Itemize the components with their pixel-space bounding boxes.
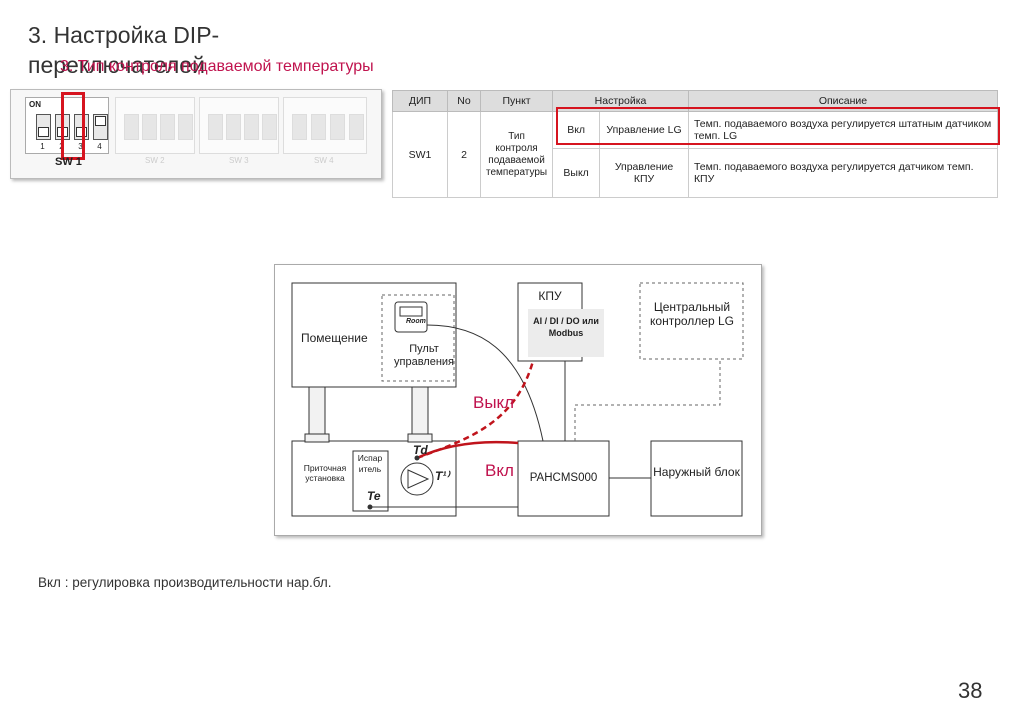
outdoor-unit-label: Наружный блок [651,465,742,479]
control-diagram: Помещение Room Пульт управления КПУ AI /… [274,264,762,536]
kpu-io-label: AI / DI / DO или Modbus [531,315,601,339]
header-item: Пункт [481,91,553,112]
footnote: Вкл : регулировка производительности нар… [38,575,332,590]
td-label: Td [413,443,428,457]
controller-label: PAHCMS000 [518,472,609,484]
dip-number-1: 1 [36,142,49,151]
remote-label: Пульт управления [390,343,458,369]
sw1-label: SW 1 [55,156,82,168]
header-dip: ДИП [393,91,448,112]
off-label: Выкл [473,393,514,413]
section-subtitle: 3. Тип контроля подаваемой температуры [60,58,374,76]
dip-switch-4 [93,114,108,140]
dip-block-sw2 [115,97,195,154]
header-no: No [448,91,481,112]
cell-item: Тип контроля подаваемой температуры [481,112,553,198]
evaporator-label: Испар итель [355,453,385,475]
cell-no: 2 [448,112,481,198]
dip-block-sw4 [283,97,367,154]
dip-number-4: 4 [93,142,106,151]
highlight-box [556,107,1000,145]
sw2-label: SW 2 [145,156,165,165]
dip-block-sw3 [199,97,279,154]
cell-setting-off: Управление КПУ [600,149,689,198]
cell-state-off: Выкл [553,149,600,198]
dip-on-label: ON [29,100,41,109]
dip-switch-1 [36,114,51,140]
on-label: Вкл [485,461,514,481]
t1-label: T¹⁾ [435,469,449,483]
ahu-label: Приточная установка [297,463,353,483]
central-controller-label: Центральный контроллер LG [645,300,739,328]
page-number: 38 [958,678,982,704]
cell-dip: SW1 [393,112,448,198]
switch-2-highlight [61,92,85,160]
room-label: Помещение [301,331,368,345]
sw4-label: SW 4 [314,156,334,165]
room-sensor-label: Room [406,318,426,325]
sw3-label: SW 3 [229,156,249,165]
kpu-label: КПУ [518,289,582,303]
on-path [417,442,518,458]
te-label: Te [367,489,381,503]
dip-switch-panel: ON 1 2 3 4 SW 1 SW 2 SW 3 SW 4 [10,89,382,179]
cell-description-off: Темп. подаваемого воздуха регулируется д… [688,149,997,198]
